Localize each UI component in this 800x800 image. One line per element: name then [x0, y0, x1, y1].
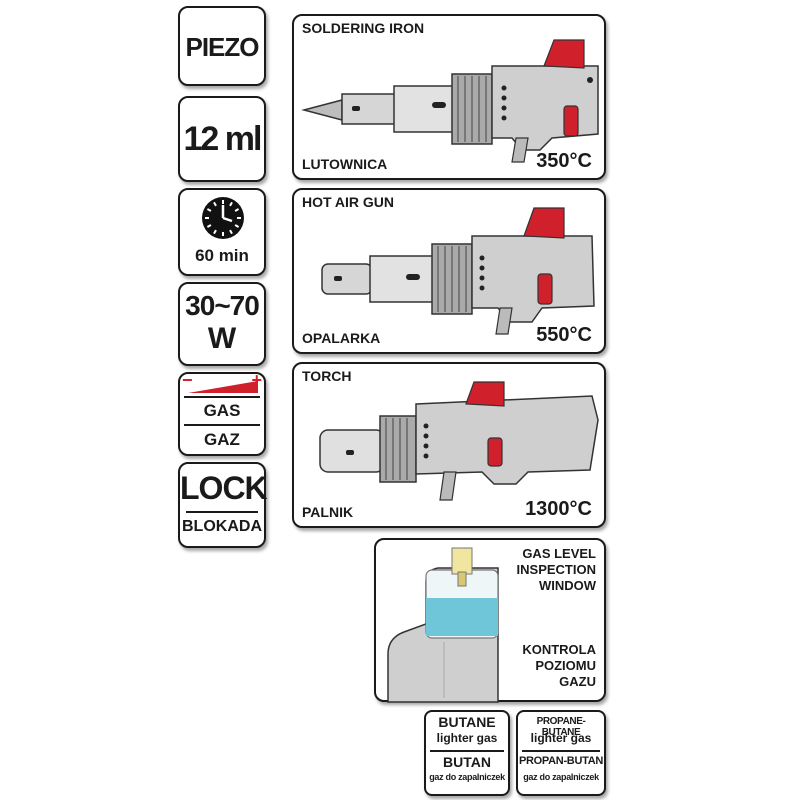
fuel-badge-butane: BUTANE lighter gas BUTAN gaz do zapalnic…: [424, 710, 510, 796]
fuel-en-sub-label: lighter gas: [530, 731, 592, 745]
gas-plus-sign: +: [251, 370, 262, 390]
volume-label: 12 ml: [183, 120, 263, 158]
gas-window-pl-line1: KONTROLA: [522, 642, 596, 657]
fuel-pl-sub-label: gaz do zapalniczek: [429, 772, 505, 782]
gas-en-label: GAS: [203, 401, 241, 420]
time-badge: 60 min: [178, 188, 266, 276]
gas-ramp-icon: [188, 381, 258, 393]
hot-air-gun-icon: [321, 207, 595, 335]
piezo-label: PIEZO: [185, 32, 259, 62]
torch-icon: [319, 381, 599, 501]
mode-panel-hot-air-gun: HOT AIR GUN OPALARKA 550°C: [292, 188, 606, 354]
mode-temperature: 1300°C: [525, 498, 592, 520]
volume-badge: 12 ml: [178, 96, 266, 182]
gas-window-pl-line3: GAZU: [559, 674, 596, 689]
fuel-en-label: BUTANE: [438, 714, 496, 730]
time-label: 60 min: [195, 246, 249, 265]
mode-title: TORCH: [302, 368, 352, 384]
mode-title: HOT AIR GUN: [302, 194, 395, 210]
fuel-rule: [430, 750, 504, 752]
lock-en-label: LOCK: [180, 470, 268, 506]
gas-window-en-line3: WINDOW: [538, 578, 596, 593]
gas-window-en-line2: INSPECTION: [516, 562, 596, 577]
fuel-badge-propane-butane: PROPANE-BUTANE lighter gas PROPAN-BUTAN …: [516, 710, 606, 796]
mode-title: SOLDERING IRON: [302, 20, 425, 36]
mode-temperature: 350°C: [536, 150, 592, 172]
fuel-en-label: PROPANE-BUTANE: [536, 716, 586, 738]
gas-tank-icon: [387, 547, 499, 703]
fuel-rule: [522, 750, 600, 752]
gas-level-window-panel: GAS LEVEL INSPECTION WINDOW KONTROLA POZ…: [374, 538, 606, 703]
lock-rule: [186, 511, 258, 513]
fuel-pl-label: BUTAN: [443, 754, 491, 770]
gas-window-en-line1: GAS LEVEL: [522, 546, 596, 561]
gas-mid-rule: [184, 424, 260, 426]
piezo-badge: PIEZO: [178, 6, 266, 86]
gas-top-rule: [184, 396, 260, 398]
gas-control-badge: − + GAS GAZ: [178, 370, 266, 456]
soldering-iron-icon: [301, 39, 599, 163]
mode-subtitle: LUTOWNICA: [302, 156, 388, 172]
mode-subtitle: PALNIK: [302, 504, 354, 520]
mode-panel-soldering-iron: SOLDERING IRON LUTOWNICA 350°C: [292, 14, 606, 180]
power-range-label: 30~70: [185, 290, 260, 321]
fuel-en-sub-label: lighter gas: [436, 731, 498, 745]
gas-minus-sign: −: [182, 370, 193, 390]
gas-window-pl-line2: POZIOMU: [535, 658, 596, 673]
gas-pl-label: GAZ: [204, 430, 240, 449]
mode-subtitle: OPALARKA: [302, 330, 381, 346]
clock-icon: [202, 197, 244, 239]
mode-temperature: 550°C: [536, 324, 592, 346]
power-unit-label: W: [207, 322, 237, 355]
mode-panel-torch: TORCH PALNIK 1300°C: [292, 362, 606, 528]
fuel-pl-sub-label: gaz do zapalniczek: [523, 772, 599, 782]
power-badge: 30~70 W: [178, 282, 266, 366]
lock-pl-label: BLOKADA: [182, 518, 262, 535]
lock-badge: LOCK BLOKADA: [178, 462, 268, 548]
fuel-pl-label: PROPAN-BUTAN: [519, 755, 603, 767]
